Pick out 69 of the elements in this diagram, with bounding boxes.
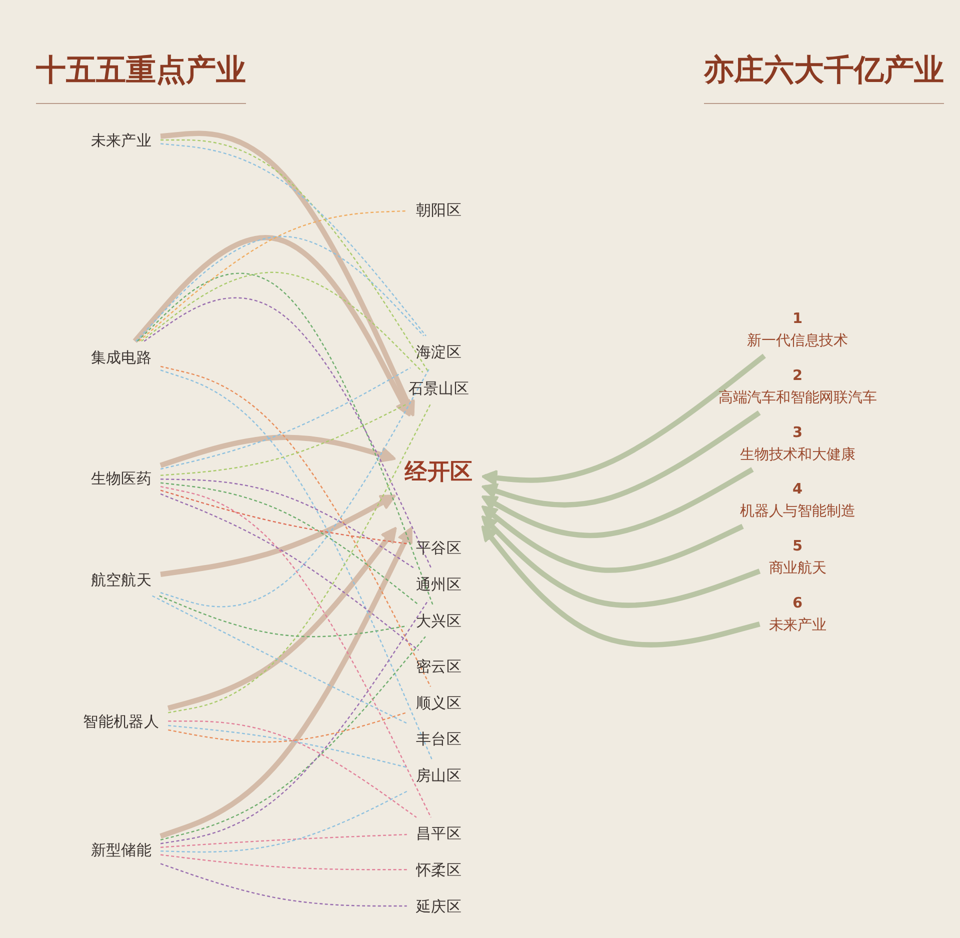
node-text: 石景山区 xyxy=(408,379,470,398)
connector xyxy=(160,790,408,853)
arrow xyxy=(481,467,754,538)
node-text: 智能机器人 xyxy=(83,712,160,730)
arrow xyxy=(160,526,413,839)
connector xyxy=(160,370,432,760)
node-text: 经开区 xyxy=(404,458,473,486)
node-text: 顺义区 xyxy=(416,693,462,712)
connector xyxy=(168,712,408,743)
node-text: 通州区 xyxy=(416,575,462,594)
connector xyxy=(168,724,408,768)
node-text: 海淀区 xyxy=(416,342,462,361)
arrow xyxy=(481,354,766,486)
arrow xyxy=(481,410,761,508)
node-text: 延庆区 xyxy=(416,896,462,916)
node-text: 未来产业 xyxy=(90,130,152,150)
connector xyxy=(160,490,407,544)
node-text: 密云区 xyxy=(416,657,462,676)
node-text: 大兴区 xyxy=(416,612,462,630)
node-text: 平谷区 xyxy=(416,538,462,558)
connector xyxy=(160,636,426,840)
connector xyxy=(137,272,434,605)
arrow xyxy=(481,515,761,608)
arrow xyxy=(160,494,396,577)
connector xyxy=(160,367,430,608)
connector xyxy=(144,297,432,569)
connector xyxy=(168,720,417,818)
connector xyxy=(160,404,407,476)
node-text: 5 商业航天 xyxy=(768,538,826,576)
connector xyxy=(152,595,408,724)
node-text: 昌平区 xyxy=(416,824,462,842)
arrow xyxy=(160,130,415,417)
node-text: 2 高端汽车和智能网联汽车 xyxy=(718,367,877,406)
connector xyxy=(160,863,407,907)
connector xyxy=(160,143,426,336)
arrow xyxy=(167,526,397,711)
node-text: 3 生物技术和大健康 xyxy=(740,424,856,462)
node-text: 生物医药 xyxy=(90,469,152,488)
node-text: 4 机器人与智能制造 xyxy=(740,480,856,520)
arrow xyxy=(132,235,411,417)
node-text: 怀柔区 xyxy=(416,860,462,879)
connector xyxy=(160,366,432,687)
connector xyxy=(160,367,411,470)
connector xyxy=(160,493,419,651)
connector xyxy=(160,834,407,848)
column-heading: 十五五重点产业 xyxy=(36,50,246,104)
node-text: 房山区 xyxy=(416,766,462,784)
node-text: 6 未来产业 xyxy=(768,594,826,633)
node-text: 1 新一代信息技术 xyxy=(747,310,848,349)
node-text: 集成电路 xyxy=(90,348,152,366)
connector xyxy=(136,236,424,342)
connector xyxy=(159,595,407,638)
connector xyxy=(160,139,430,373)
connector xyxy=(160,854,407,870)
arrow xyxy=(481,505,744,573)
connector xyxy=(160,600,429,844)
connector xyxy=(160,486,432,818)
node-text: 朝阳区 xyxy=(416,200,462,219)
node-text: 新型储能 xyxy=(90,840,152,860)
connector xyxy=(141,272,424,373)
node-text: 航空航天 xyxy=(90,570,152,590)
connector xyxy=(168,404,432,714)
connector xyxy=(138,210,407,342)
arrow xyxy=(481,525,760,648)
connector xyxy=(160,482,419,606)
connector xyxy=(160,478,415,569)
node-text: 丰台区 xyxy=(416,730,462,748)
column-heading: 亦庄六大千亿产业 xyxy=(704,50,944,104)
arrow xyxy=(160,434,396,468)
